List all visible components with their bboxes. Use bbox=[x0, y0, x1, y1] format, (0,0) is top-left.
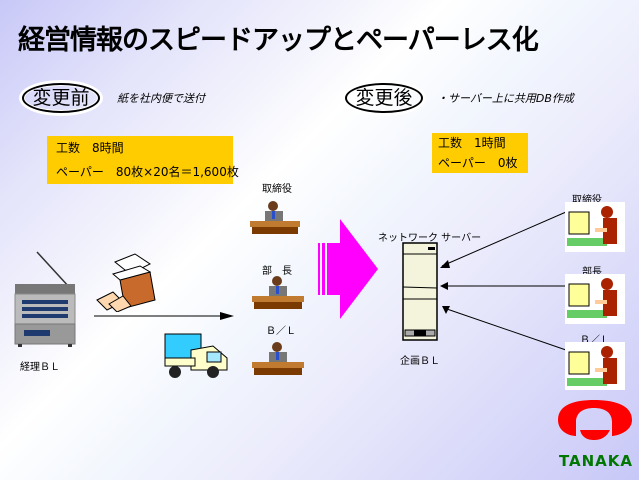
after-stat-paper: ペーパー 0枚 bbox=[438, 156, 518, 170]
tanaka-logo-text: TANAKA bbox=[558, 452, 634, 470]
mail-box-icon bbox=[96, 253, 156, 312]
recipient-label-director: 取締役 bbox=[262, 184, 292, 195]
after-stat-hours: 工数 1時間 bbox=[438, 136, 506, 150]
network-lines bbox=[440, 211, 567, 351]
computer-user-director-icon bbox=[565, 202, 625, 252]
desk-bl-icon bbox=[252, 342, 304, 375]
truck-icon bbox=[164, 333, 228, 378]
before-badge: 変更前 bbox=[22, 83, 100, 113]
after-note: ・サーバー上に共用DB作成 bbox=[437, 92, 574, 105]
client-label-manager: 部長 bbox=[582, 267, 602, 278]
computer-user-bl-icon bbox=[565, 342, 625, 390]
client-label-bl: Ｂ／Ｌ bbox=[580, 335, 610, 346]
server-label: 企画ＢＬ bbox=[400, 356, 440, 367]
before-note: 紙を社内便で送付 bbox=[117, 92, 205, 105]
server-icon bbox=[402, 242, 438, 341]
before-stat-paper: ペーパー 80枚×20名＝1,600枚 bbox=[56, 165, 239, 179]
recipient-label-manager: 部 長 bbox=[262, 266, 292, 277]
desk-director-icon bbox=[250, 201, 300, 234]
computer-user-manager-icon bbox=[565, 274, 625, 324]
copier-icon bbox=[14, 251, 76, 347]
desk-manager-icon bbox=[252, 276, 304, 309]
client-label-director: 取締役 bbox=[572, 195, 602, 206]
transition-arrow bbox=[318, 219, 378, 319]
page-title: 経営情報のスピードアップとペーパーレス化 bbox=[18, 25, 539, 56]
before-stat-hours: 工数 8時間 bbox=[56, 141, 124, 155]
server-title: ネットワーク サーバー bbox=[378, 233, 482, 244]
recipient-label-bl: Ｂ／Ｌ bbox=[266, 326, 296, 337]
after-badge: 変更後 bbox=[345, 83, 423, 113]
before-stats-box: 工数 8時間 ペーパー 80枚×20名＝1,600枚 bbox=[47, 136, 239, 184]
tanaka-logo-mark bbox=[558, 400, 632, 440]
delivery-arrow bbox=[94, 312, 234, 320]
source-label: 経理ＢＬ bbox=[20, 362, 60, 373]
after-stats-box: 工数 1時間 ペーパー 0枚 bbox=[432, 133, 528, 173]
